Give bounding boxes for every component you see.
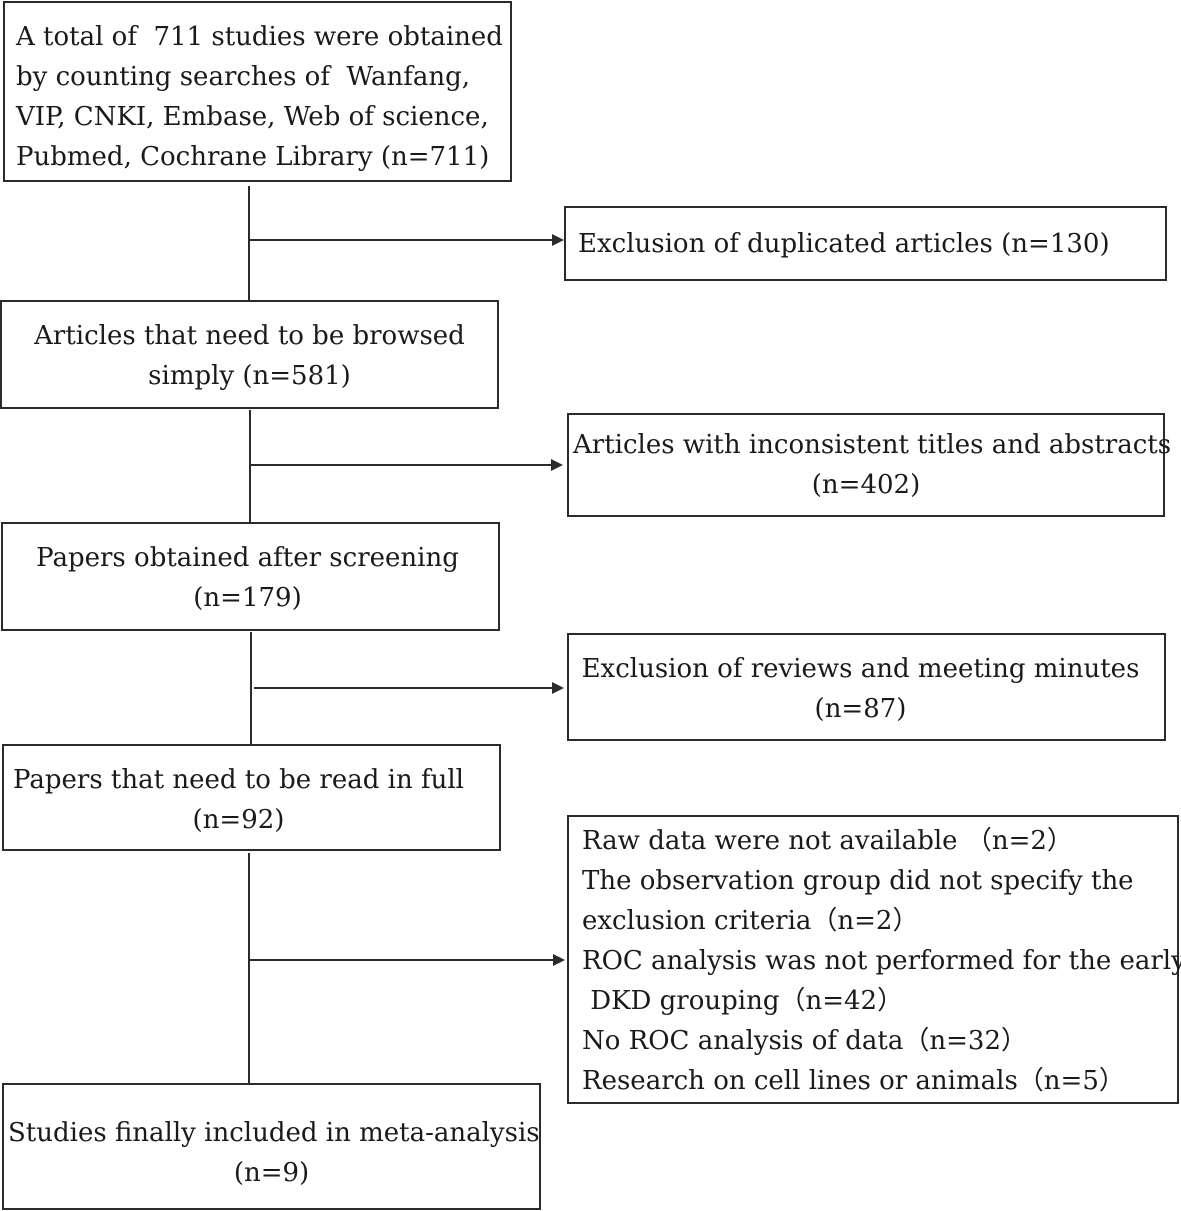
titles-line-1: Articles with inconsistent titles and ab…	[573, 430, 1172, 460]
search-results-box: A total of 711 studies were obtained by …	[3, 1, 512, 182]
arrow-reviews-head	[552, 682, 564, 694]
fulltext-reason-6: No ROC analysis of data（n=32）	[582, 1026, 1027, 1056]
arrow-titles-shaft	[250, 464, 551, 466]
arrow-reviews-shaft	[254, 687, 554, 689]
connector-screened-to-fulltext	[250, 632, 252, 744]
browse-line-2: simply (n=581)	[148, 361, 351, 391]
connector-browse-to-screened	[249, 410, 251, 522]
search-results-line-4: Pubmed, Cochrane Library (n=711)	[16, 142, 490, 172]
duplicates-exclusion-box: Exclusion of duplicated articles (n=130)	[564, 206, 1167, 281]
reviews-exclusion-box: Exclusion of reviews and meeting minutes…	[567, 633, 1166, 741]
titles-line-2: (n=402)	[811, 470, 921, 500]
browse-line-1: Articles that need to be browsed	[34, 321, 465, 351]
included-box: Studies finally included in meta-analysi…	[2, 1083, 541, 1210]
reviews-line-1: Exclusion of reviews and meeting minutes	[581, 654, 1140, 684]
duplicates-line-1: Exclusion of duplicated articles (n=130)	[578, 229, 1110, 259]
screened-line-1: Papers obtained after screening	[36, 543, 459, 573]
fulltext-reason-2: The observation group did not specify th…	[582, 866, 1134, 896]
fulltext-reason-5: DKD grouping（n=42）	[582, 986, 904, 1016]
arrow-titles-head	[551, 459, 563, 471]
arrow-duplicates-head	[552, 234, 564, 246]
screened-line-2: (n=179)	[193, 583, 302, 613]
arrow-fulltext-head	[553, 954, 565, 966]
search-results-line-2: by counting searches of Wanfang,	[16, 62, 470, 92]
fulltext-box: Papers that need to be read in full (n=9…	[2, 744, 501, 851]
search-results-line-3: VIP, CNKI, Embase, Web of science,	[16, 102, 489, 132]
search-results-line-1: A total of 711 studies were obtained	[16, 22, 503, 52]
arrow-duplicates-shaft	[249, 239, 554, 241]
screened-box: Papers obtained after screening (n=179)	[1, 522, 500, 631]
fulltext-reason-3: exclusion criteria（n=2）	[582, 906, 919, 936]
reviews-line-2: (n=87)	[814, 694, 907, 724]
fulltext-reason-7: Research on cell lines or animals（n=5）	[582, 1066, 1125, 1096]
included-line-2: (n=9)	[233, 1158, 310, 1188]
fulltext-exclusion-box: Raw data were not available （n=2） The ob…	[567, 815, 1181, 1104]
connector-search-to-browse	[248, 186, 250, 300]
titles-exclusion-box: Articles with inconsistent titles and ab…	[567, 413, 1172, 517]
browse-box: Articles that need to be browsed simply …	[0, 300, 499, 409]
fulltext-line-2: (n=92)	[192, 805, 285, 835]
fulltext-reason-4: ROC analysis was not performed for the e…	[582, 946, 1181, 976]
fulltext-reason-1: Raw data were not available （n=2）	[582, 826, 1073, 856]
included-line-1: Studies finally included in meta-analysi…	[8, 1118, 540, 1148]
connector-fulltext-to-included	[248, 853, 250, 1083]
arrow-fulltext-shaft	[249, 959, 553, 961]
fulltext-line-1: Papers that need to be read in full	[13, 765, 464, 795]
